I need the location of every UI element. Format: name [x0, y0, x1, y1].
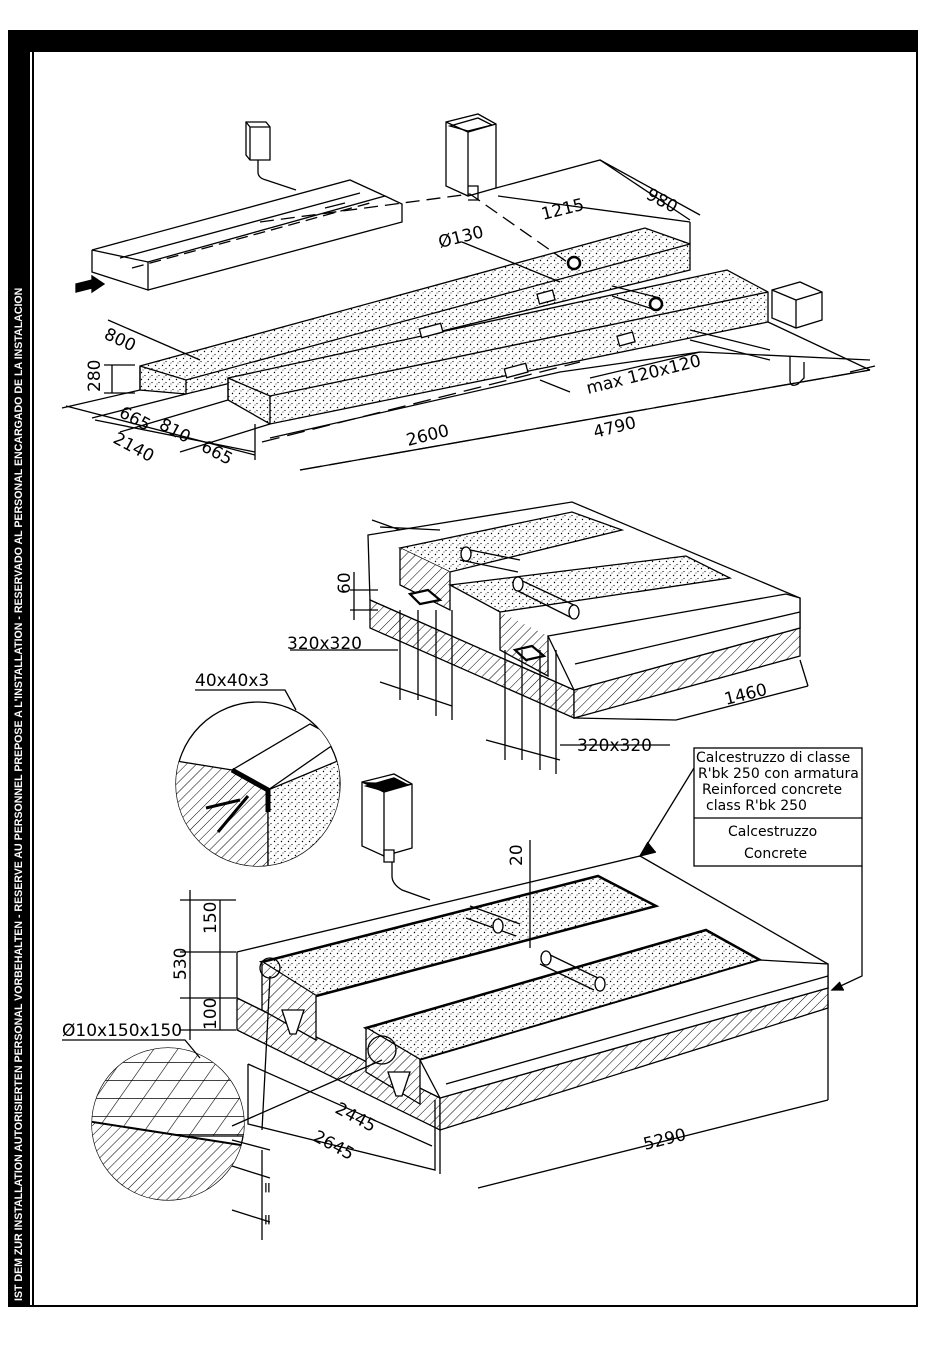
dim-1215: 1215	[539, 195, 586, 225]
dim-5290: 5290	[641, 1125, 688, 1155]
pipe-opening	[566, 255, 582, 271]
dim-mesh: Ø10x150x150	[62, 1021, 182, 1041]
legend-line-6: Concrete	[744, 846, 807, 862]
dim-100: 100	[201, 998, 221, 1030]
dim-2645: 2645	[310, 1127, 358, 1165]
dim-pit-320x320-b: 320x320	[577, 736, 652, 756]
control-unit-bottom-icon	[361, 773, 431, 901]
legend-line-1: Calcestruzzo di classe	[696, 750, 850, 766]
materials-legend: Calcestruzzo di classe R'bk 250 con arma…	[693, 747, 863, 867]
control-unit-right-icon	[771, 281, 823, 386]
centerline	[259, 193, 571, 265]
dim-810: 810	[156, 415, 194, 448]
equal-mark-2: =	[258, 1213, 276, 1226]
dim-150: 150	[201, 902, 221, 934]
lift-beam-outline	[91, 179, 403, 291]
direction-arrow-icon	[75, 274, 106, 294]
pit-marker	[536, 289, 556, 305]
legend-line-2: R'bk 250 con armatura	[698, 766, 859, 782]
dim-pit-320x320-a: 320x320	[287, 634, 362, 654]
dim-max-120x120: max 120x120	[584, 351, 703, 399]
dim-60: 60	[335, 572, 355, 594]
dim-angle-40x40x3: 40x40x3	[195, 671, 269, 691]
dim-line	[599, 159, 701, 216]
pipe	[611, 285, 661, 311]
dim-2600: 2600	[404, 421, 451, 451]
dim-280: 280	[85, 360, 105, 392]
top-drawing	[61, 113, 876, 471]
control-unit-large-icon	[445, 113, 497, 201]
dim-800: 800	[101, 324, 139, 356]
drain-grate	[503, 362, 529, 379]
pit-marker	[616, 331, 636, 347]
equal-mark-1: =	[258, 1181, 276, 1194]
legend-line-5: Calcestruzzo	[728, 824, 817, 840]
dim-530: 530	[171, 948, 191, 980]
sidebar-band	[8, 30, 30, 1307]
control-unit-small-icon	[245, 121, 297, 191]
sidebar-divider	[32, 52, 34, 1307]
dim-665-b: 665	[198, 437, 236, 470]
drain-grate	[418, 322, 444, 339]
top-bar	[8, 30, 918, 52]
dim-980: 980	[643, 185, 681, 218]
angle-iron-detail	[175, 689, 341, 867]
middle-drawing	[290, 501, 809, 774]
dim-2445: 2445	[332, 1099, 380, 1137]
legend-line-4: class R'bk 250	[706, 798, 807, 814]
dim-20: 20	[507, 844, 527, 866]
pipe	[689, 329, 771, 361]
legend-line-3: Reinforced concrete	[702, 782, 842, 798]
dim-2140: 2140	[110, 429, 158, 467]
dim-1460: 1460	[722, 680, 769, 710]
